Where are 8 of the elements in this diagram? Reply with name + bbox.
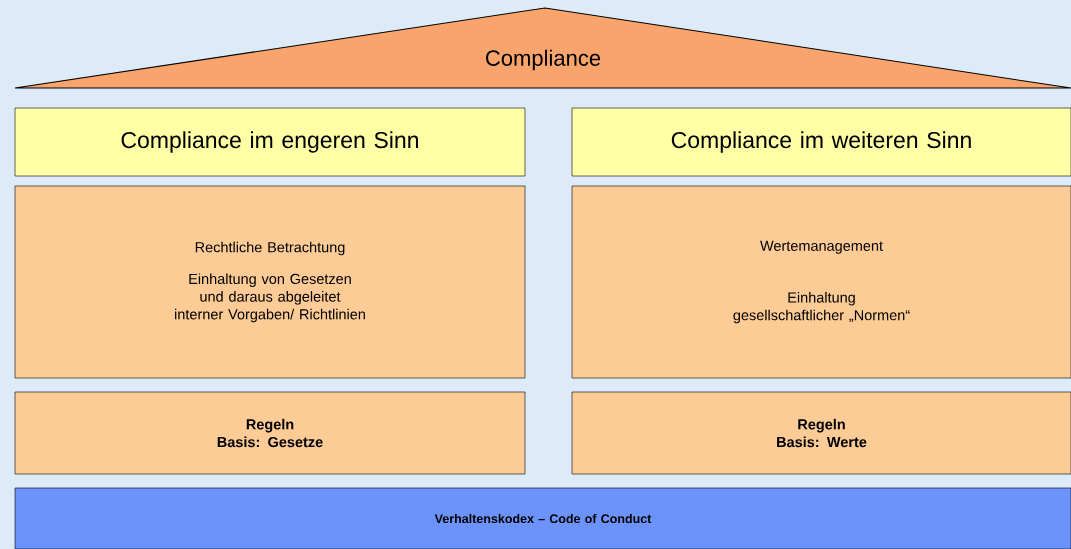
text-box: Verhaltenskodex – Code of Conduct [14,487,1071,549]
text-box: Regeln Basis: Gesetze [14,391,526,475]
text-box: Compliance im engeren Sinn [14,107,526,177]
text-box: Compliance im weiteren Sinn [571,107,1071,177]
text-box: Wertemanagement Einhaltung gesellschaftlicher „Normen“ [571,185,1071,379]
text-box: Rechtliche Betrachtung Einhaltung von Gesetzen und daraus abgeleitet interner Vorgaben/ Richtlinien [14,185,526,379]
roof-triangle: Compliance [14,7,1071,89]
text-box: Regeln Basis: Werte [571,391,1071,475]
